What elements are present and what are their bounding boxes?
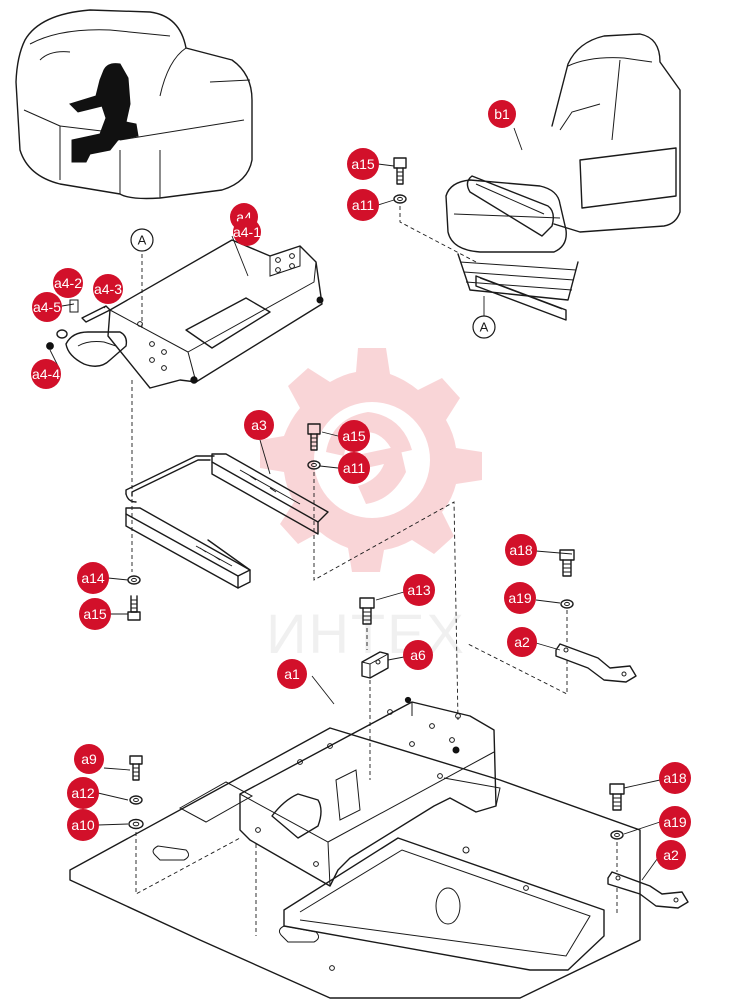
callout-a3: a3 [244,410,274,440]
callout-a6: a6 [403,640,433,670]
washer-a4-5-icon [56,329,68,339]
callout-a2-top: a2 [507,627,537,657]
cab-location-thumbnail [15,9,253,200]
svg-text:a9: a9 [81,751,97,767]
svg-text:b1: b1 [494,106,510,122]
svg-text:a11: a11 [343,460,366,476]
callout-a4-1: a4-1 [233,218,261,246]
bolt-a15-low-icon [127,595,141,621]
washer-a11-mid-icon [307,460,321,470]
bolt-a15-top-icon [393,157,407,185]
svg-text:a19: a19 [508,590,532,606]
callout-a18-bot: a18 [659,762,691,794]
callout-b1: b1 [488,100,516,128]
svg-text:a11: a11 [352,197,375,213]
seat-slide-rails [125,453,329,589]
svg-text:a10: a10 [71,817,95,833]
washer-a14-icon [127,575,141,585]
callout-a2-bot: a2 [656,840,686,870]
svg-text:a3: a3 [251,417,267,433]
svg-text:a18: a18 [663,770,687,786]
callout-a11-mid: a11 [338,452,370,484]
svg-text:a2: a2 [514,634,530,650]
bracket-a2-bot [607,871,689,909]
view-ref-a-seat: A [472,315,496,339]
washer-a19-bot-icon [610,830,624,840]
spring-a4-2-icon [69,299,79,313]
watermark-text: ИНТЕХ [266,602,466,665]
callout-a12: a12 [67,777,99,809]
bolt-a18-top-icon [559,549,575,577]
washer-a10-icon [128,818,144,830]
callout-a15-low: a15 [79,598,111,630]
callout-a9: a9 [74,744,104,774]
bolt-a13-icon [359,597,375,625]
callout-a18-top: a18 [505,534,537,566]
svg-text:a14: a14 [81,570,105,586]
callout-a4-5: a4-5 [32,292,62,322]
svg-text:a4-4: a4-4 [32,366,60,382]
bolt-a9-icon [129,755,143,781]
plate-a6-icon [361,651,389,679]
svg-text:a15: a15 [83,606,107,622]
callout-a19-top: a19 [504,582,536,614]
svg-text:a4-3: a4-3 [94,281,122,297]
seat-mount-bracket [107,239,324,389]
gear-logo-icon [260,348,482,572]
operator-seat [445,33,681,321]
svg-text:a15: a15 [351,156,375,172]
callout-a14: a14 [77,562,109,594]
svg-text:a4-2: a4-2 [54,275,82,291]
callout-a1: a1 [277,659,307,689]
washer-a19-top-icon [560,599,574,609]
callout-leaders [49,127,661,881]
washer-a11-top-icon [393,194,407,204]
bolt-a18-bot-icon [609,783,625,811]
svg-text:a19: a19 [663,814,687,830]
bracket-a2-top [555,643,637,683]
svg-text:A: A [480,320,489,335]
svg-text:a18: a18 [509,542,533,558]
svg-text:a2: a2 [663,847,679,863]
callout-a15-mid: a15 [338,420,370,452]
washer-a12-icon [129,795,143,805]
seat-silhouette-icon [69,63,139,163]
cab-floor-plate [69,727,641,999]
callout-a4-4: a4-4 [31,359,61,389]
callout-a15-top: a15 [347,148,379,180]
svg-text:A: A [138,233,147,248]
callout-a11-top: a11 [347,189,379,221]
callout-a10: a10 [67,809,99,841]
bolt-a15-mid-icon [307,423,321,451]
callout-a19-bot: a19 [659,806,691,838]
callout-a13: a13 [403,574,435,606]
callout-a4-2: a4-2 [53,268,83,298]
view-ref-a-top: A [130,228,154,252]
svg-text:a12: a12 [71,785,95,801]
svg-text:a15: a15 [342,428,366,444]
callout-a4-3: a4-3 [93,274,123,304]
nut-a4-4-icon [46,342,54,350]
lock-lever-assembly [46,299,128,367]
svg-text:a4-1: a4-1 [233,224,261,240]
svg-text:a4-5: a4-5 [33,299,61,315]
svg-text:a13: a13 [407,582,431,598]
seat-riser-frame [239,696,501,887]
svg-text:a6: a6 [410,647,426,663]
svg-text:a1: a1 [284,666,300,682]
